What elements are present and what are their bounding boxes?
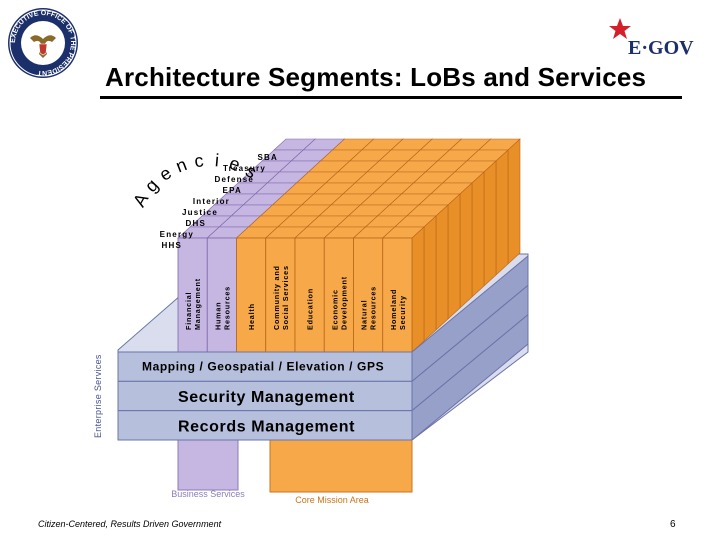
agency-label: DHS [186, 219, 207, 228]
service-band-side [411, 313, 529, 442]
column-label: Education [306, 288, 315, 330]
agency-label: EPA [223, 186, 242, 195]
segment-columns [177, 138, 521, 353]
service-band [117, 410, 413, 441]
agencies-label-letter: c [193, 150, 205, 171]
star-icon [609, 18, 631, 39]
agency-label: HHS [162, 241, 183, 250]
agencies-label-letter: g [141, 175, 162, 196]
column-front-face [353, 237, 384, 353]
column-side-face [495, 149, 509, 276]
column-label: Social Services [281, 265, 290, 330]
agencies-label-letter: A [129, 190, 152, 210]
column-side-face [423, 215, 437, 342]
column-label: Homeland [389, 289, 398, 330]
core-mission-label: Core Mission Area [295, 495, 369, 505]
page-title: Architecture Segments: LoBs and Services [105, 62, 647, 92]
column-front-face [236, 237, 267, 353]
column-front-face [382, 237, 413, 353]
column-label: Financial [184, 292, 193, 330]
service-label: Records Management [178, 418, 355, 435]
column-side-face [447, 193, 461, 320]
column-side-face [435, 204, 449, 331]
agencies-label-letter: n [173, 154, 190, 176]
agency-label: SBA [258, 153, 279, 162]
agency-label: Interior [193, 197, 230, 206]
egov-logo-text: E·GOV [628, 37, 694, 59]
column-side-face [459, 182, 473, 309]
column-label: Management [193, 278, 202, 330]
mission-columns-base [269, 439, 413, 493]
presidential-seal-logo: EXECUTIVE OFFICE OF THE PRESIDENT [8, 8, 78, 78]
column-label: Resources [369, 286, 378, 330]
column-label: Economic [330, 289, 339, 330]
service-label: Mapping / Geospatial / Elevation / GPS [142, 360, 384, 374]
column-label: Security [398, 295, 407, 330]
agencies-label-letter: i [214, 150, 220, 170]
column-front-face [265, 237, 296, 353]
column-side-face [483, 160, 497, 287]
service-label: Security Management [178, 389, 355, 406]
footer-tagline: Citizen-Centered, Results Driven Governm… [38, 519, 222, 529]
column-label: Community and [272, 265, 281, 330]
column-label: Development [339, 276, 348, 330]
column-side-face [507, 138, 521, 265]
agency-label: Justice [182, 208, 218, 217]
column-side-face [471, 171, 485, 298]
title-divider [100, 96, 682, 99]
column-label: Health [247, 303, 256, 330]
column-front-face [177, 237, 208, 353]
business-services-label: Business Services [171, 489, 245, 499]
agency-label: Defense [214, 175, 254, 184]
column-label: Natural [360, 300, 369, 330]
egov-logo: E·GOV [609, 18, 694, 59]
enterprise-bands [117, 254, 529, 442]
column-label: Human [213, 302, 222, 330]
enterprise-services-label: Enterprise Services [93, 354, 103, 438]
business-columns-base [177, 439, 239, 491]
column-front-face [323, 237, 354, 353]
agency-label: Energy [160, 230, 194, 239]
agencies-label-letter: e [156, 163, 175, 185]
column-label: Resources [222, 286, 231, 330]
column-side-face [411, 226, 425, 353]
agency-label: Treasury [223, 164, 266, 173]
page-number: 6 [670, 519, 676, 530]
